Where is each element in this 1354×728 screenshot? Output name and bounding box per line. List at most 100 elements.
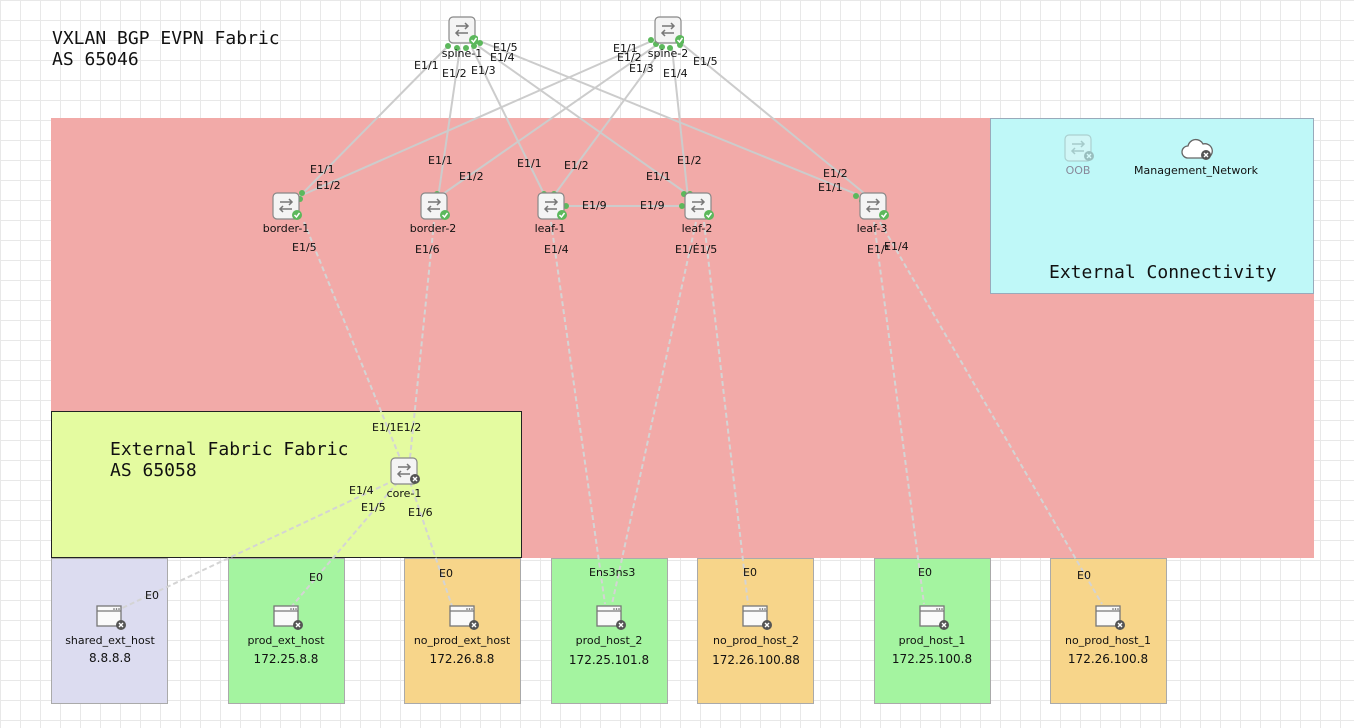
no-prod-ext-host-label: no_prod_ext_host [413, 634, 511, 647]
port-label: Ens3ns3 [589, 566, 636, 579]
border-1-label: border-1 [262, 222, 310, 235]
oob-label: OOB [1065, 164, 1091, 177]
port-label: E0 [145, 589, 159, 602]
leaf-1-node[interactable] [537, 192, 569, 226]
shared-ext-host-label: shared_ext_host [65, 634, 155, 647]
no-prod-host-1-ip: 172.26.100.8 [1067, 652, 1149, 666]
external-connectivity-title: External Connectivity [1049, 262, 1277, 283]
external-fabric-region [51, 411, 522, 558]
fabric-title: VXLAN BGP EVPN Fabric AS 65046 [52, 28, 280, 70]
no-prod-host-1-label: no_prod_host_1 [1065, 634, 1151, 647]
switch-icon [448, 16, 479, 45]
server-icon [273, 605, 303, 630]
host-box-no-prod-ext [404, 558, 521, 704]
border-1-node[interactable] [272, 192, 304, 226]
server-icon [1095, 605, 1125, 630]
fabric-title-name: VXLAN BGP EVPN Fabric [52, 28, 280, 49]
link-spine2-leaf3[interactable] [681, 43, 871, 199]
port-label: E1/4 [544, 243, 569, 256]
port-label: E0 [309, 571, 323, 584]
prod-ext-host-ip: 172.25.8.8 [253, 652, 319, 666]
port-label: E1/9 [640, 199, 665, 212]
host-box-prod-host-1 [874, 558, 991, 704]
port-label: E1/2 [442, 67, 467, 80]
host-box-no-prod-host-1 [1050, 558, 1167, 704]
port-label: E1/³ [867, 243, 890, 256]
no-prod-host-1-node[interactable] [1095, 604, 1127, 636]
port-label: E1/3 [471, 64, 496, 77]
switch-icon [684, 192, 714, 220]
switch-icon [654, 16, 685, 45]
port-label: E0 [1077, 569, 1091, 582]
no-prod-host-2-label: no_prod_host_2 [713, 634, 799, 647]
link-core1-prod-ext[interactable] [291, 481, 399, 607]
spine-1-node[interactable] [448, 16, 479, 50]
border-2-node[interactable] [420, 192, 452, 226]
no-prod-ext-host-node[interactable] [449, 604, 481, 636]
switch-icon [272, 192, 302, 220]
port-label: E1/5 [292, 241, 317, 254]
prod-host-2-label: prod_host_2 [575, 634, 643, 647]
link-core1-no-prod-ext[interactable] [409, 481, 453, 607]
server-icon [919, 605, 949, 630]
port-label: E1/1 [517, 157, 542, 170]
prod-ext-host-label: prod_ext_host [247, 634, 325, 647]
port-label: E1/9 [582, 199, 607, 212]
host-box-prod-ext [228, 558, 345, 704]
link-spine1-leaf3[interactable] [481, 41, 867, 199]
port-label: E1/1 [414, 59, 439, 72]
link-spine1-leaf2[interactable] [477, 45, 694, 199]
link-leaf2-prod-host-2[interactable] [611, 221, 697, 605]
prod-host-1-node[interactable] [919, 604, 951, 636]
no-prod-ext-host-ip: 172.26.8.8 [429, 652, 495, 666]
server-icon [96, 605, 126, 630]
link-leaf3-no-prod-host-1[interactable] [879, 221, 1103, 605]
link-spine1-border1[interactable] [297, 45, 449, 199]
no-prod-host-2-node[interactable] [742, 604, 774, 636]
link-spine1-leaf1[interactable] [471, 47, 547, 199]
host-box-prod-host-2 [551, 558, 668, 704]
host-box-shared-ext [51, 558, 168, 704]
spine-2-node[interactable] [654, 16, 685, 50]
switch-icon [859, 192, 889, 220]
cloud-icon [1181, 138, 1213, 160]
server-icon [596, 605, 626, 630]
port-label: E1/1 [428, 154, 453, 167]
leaf-2-node[interactable] [684, 192, 716, 226]
port-label: E1/2 [617, 51, 642, 64]
leaf-3-node[interactable] [859, 192, 891, 226]
switch-icon [537, 192, 567, 220]
external-connectivity-region [990, 118, 1314, 294]
server-icon [742, 605, 772, 630]
link-spine2-border1[interactable] [299, 39, 655, 197]
link-spine2-leaf1[interactable] [551, 45, 665, 199]
link-leaf2-no-prod-host-2[interactable] [703, 221, 749, 605]
spine-1-label: spine-1 [441, 47, 483, 60]
link-spine2-border2[interactable] [439, 43, 659, 197]
link-spine2-leaf2[interactable] [671, 47, 689, 199]
port-label: E1/2 [459, 170, 484, 183]
border-2-label: border-2 [409, 222, 457, 235]
switch-icon [390, 457, 420, 485]
port-label: E1/2 [677, 154, 702, 167]
link-spine1-border2[interactable] [437, 47, 461, 199]
link-border1-core1[interactable] [303, 221, 401, 459]
port-label: E0 [439, 567, 453, 580]
link-core1-shared-ext[interactable] [117, 479, 396, 611]
prod-ext-host-node[interactable] [273, 604, 305, 636]
external-fabric-title-name: External Fabric Fabric [110, 439, 349, 460]
link-leaf1-prod-host-2[interactable] [550, 221, 606, 605]
link-leaf3-prod-host-1[interactable] [873, 221, 925, 605]
oob-node[interactable] [1064, 134, 1096, 168]
port-label: E1/5 [361, 501, 386, 514]
external-fabric-title: External Fabric Fabric AS 65058 [110, 439, 348, 481]
leaf-3-label: leaf-3 [856, 222, 888, 235]
fabric-title-as: AS 65046 [52, 49, 139, 70]
spine-2-label: spine-2 [647, 47, 689, 60]
prod-host-2-node[interactable] [596, 604, 628, 636]
port-label: E1/6 [408, 506, 433, 519]
shared-ext-host-node[interactable] [96, 604, 128, 636]
management-network-node[interactable] [1180, 138, 1216, 168]
prod-host-1-label: prod_host_1 [898, 634, 966, 647]
core-1-node[interactable] [390, 457, 422, 491]
